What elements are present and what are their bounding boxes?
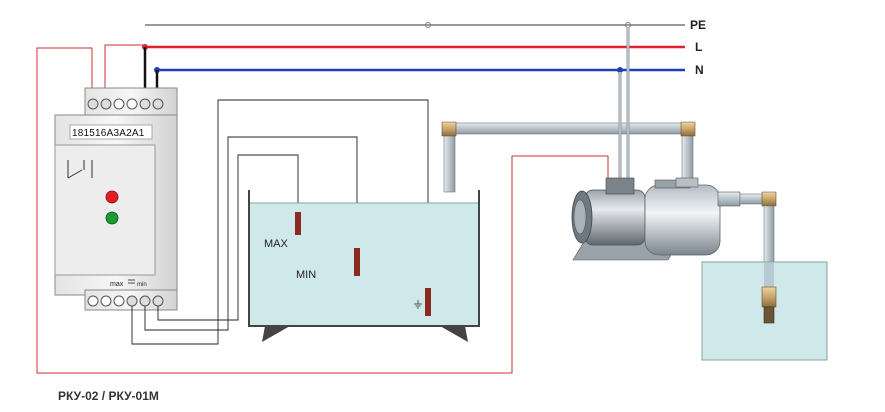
- n-junction-dot-pump: [617, 67, 623, 73]
- terminal: [113, 98, 125, 110]
- electrode-wires: [131, 99, 429, 345]
- terminal: [113, 295, 125, 307]
- terminal: [87, 295, 99, 307]
- pipe-vertical-tank: [443, 134, 456, 193]
- relay-front-panel: [54, 144, 156, 276]
- terminal: [126, 295, 138, 307]
- terminal: [139, 98, 151, 110]
- terminal: [100, 295, 112, 307]
- terminal-labels: 181516A3A2A1: [72, 128, 145, 139]
- motor-fan-cover: [573, 199, 587, 235]
- wire-min-electrode: [157, 154, 299, 321]
- electrode-min: [295, 212, 301, 235]
- wire-max-electrode: [144, 136, 358, 331]
- led-green: [105, 211, 119, 225]
- supply-lines: PE L N: [142, 18, 706, 77]
- ground-icon: [414, 300, 422, 309]
- pe-junction-dot-1: [425, 22, 431, 28]
- n-label: N: [695, 63, 704, 77]
- max-label: MAX: [264, 238, 289, 250]
- terminal: [152, 295, 164, 307]
- relay-contact-symbol: [67, 160, 93, 179]
- terminal-label-strip: [69, 124, 153, 140]
- tank-leg-right: [440, 326, 468, 342]
- pump-power-wires: [618, 27, 630, 184]
- electrode-common: [425, 288, 431, 316]
- terminal-box: [605, 177, 635, 195]
- pipe-vertical-pump: [681, 134, 694, 184]
- pump-outlet-stub: [675, 177, 699, 188]
- level-relay: 181516A3A2A1 max min: [54, 87, 178, 311]
- tank-leg-left: [262, 326, 290, 342]
- well: [701, 261, 828, 361]
- led-red: [105, 190, 119, 204]
- terminal: [87, 98, 99, 110]
- elbow-left: [441, 121, 457, 137]
- foot-valve: [761, 286, 777, 308]
- terminal: [139, 295, 151, 307]
- tank-water: [250, 203, 478, 325]
- relay-top-terminals: [87, 98, 164, 110]
- terminal: [152, 98, 164, 110]
- l-label: L: [695, 40, 702, 54]
- scale-label-max: max: [110, 281, 124, 288]
- terminal: [126, 98, 138, 110]
- tank-walls: [248, 190, 480, 327]
- pump-unit: [571, 177, 741, 261]
- pipe-horizontal-top: [454, 122, 684, 135]
- water-tank: MAX MIN: [248, 190, 480, 342]
- pump-load-return-wire: [36, 47, 609, 374]
- terminal: [100, 98, 112, 110]
- pump-inlet-stub: [717, 191, 741, 207]
- pump-load-wire: [104, 44, 145, 97]
- elbow-right: [680, 121, 696, 137]
- pe-label: PE: [690, 18, 706, 32]
- min-label: MIN: [296, 269, 316, 281]
- suction-vertical-submerged: [764, 262, 774, 288]
- model-caption: РКУ-02 / РКУ-01М: [58, 389, 159, 403]
- pump-housing: [644, 184, 721, 256]
- scale-label-min: min: [137, 282, 147, 288]
- wire-common-electrode: [131, 99, 429, 345]
- suction-pipe: [739, 191, 777, 289]
- delivery-pipe: [441, 121, 696, 193]
- strainer: [763, 306, 775, 324]
- electrode-max: [354, 248, 360, 276]
- motor-body: [584, 189, 646, 246]
- suction-elbow: [761, 191, 777, 207]
